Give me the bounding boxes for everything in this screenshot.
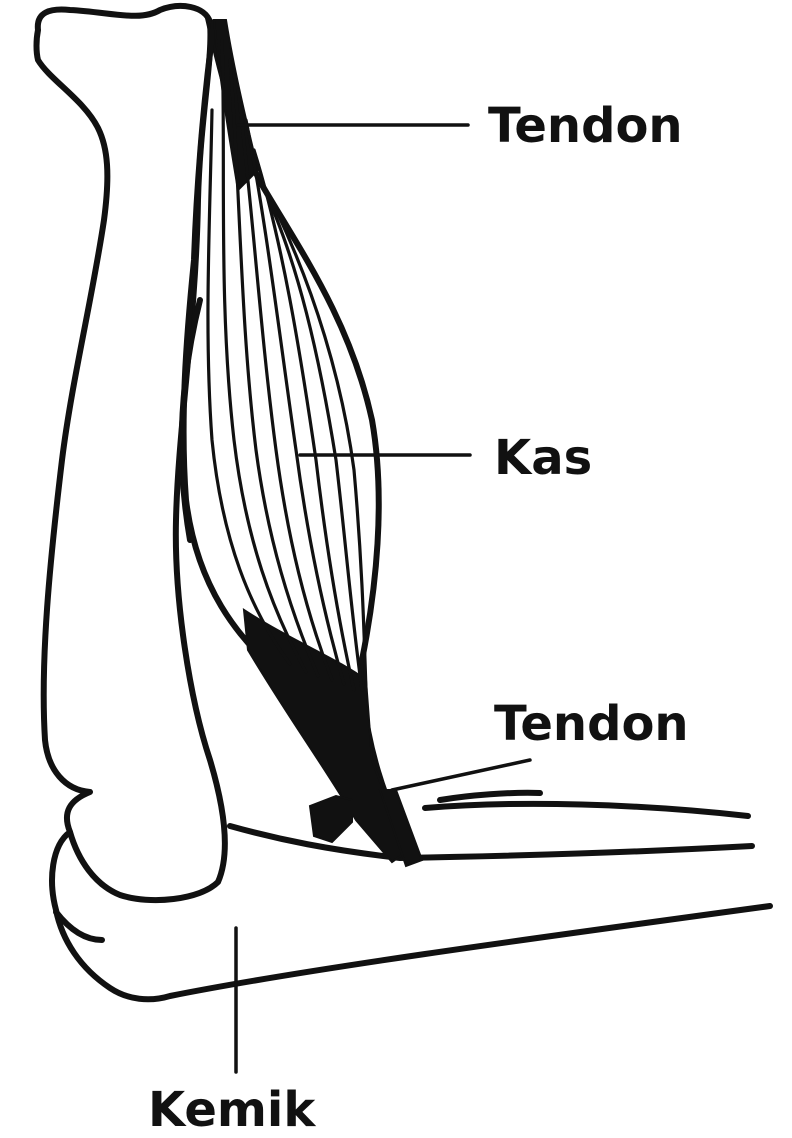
forearm-bones	[52, 793, 770, 999]
label-muscle: Kas	[494, 430, 592, 486]
leader-lines	[236, 125, 530, 1072]
label-tendon-bottom: Tendon	[494, 696, 689, 752]
label-bone: Kemik	[148, 1082, 316, 1138]
leader-tendon-bottom	[392, 760, 530, 790]
label-tendon-top: Tendon	[488, 98, 683, 154]
upper-arm-bone	[37, 6, 225, 900]
